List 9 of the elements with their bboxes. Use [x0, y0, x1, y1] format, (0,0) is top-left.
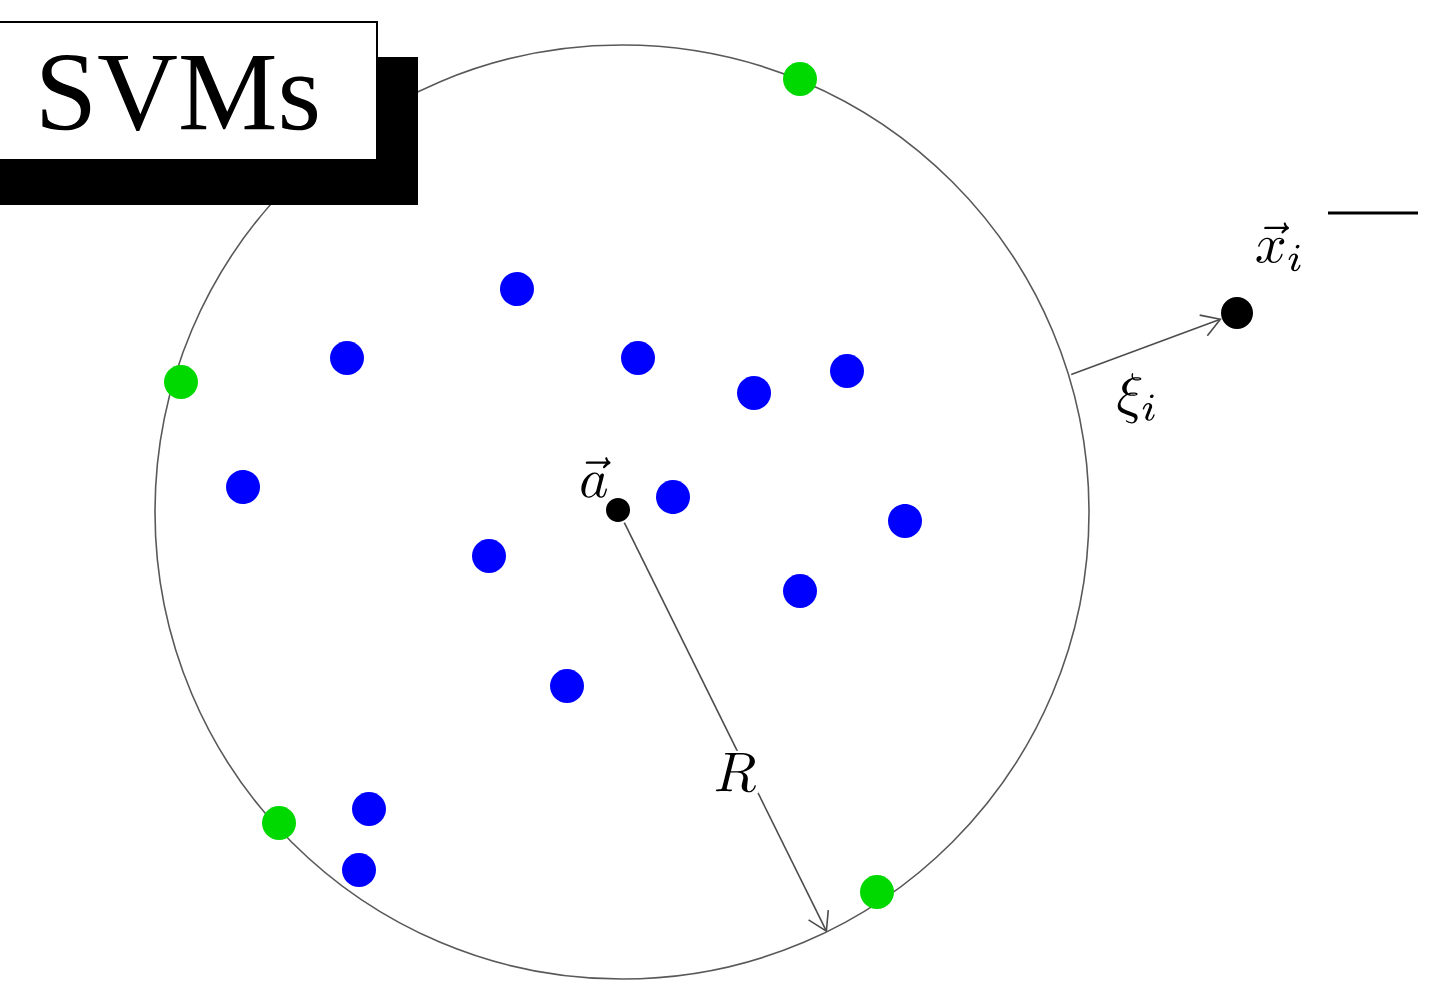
title-box: SVMs — [0, 21, 418, 205]
edge-label: $\xi_i$ — [1117, 372, 1155, 424]
edge-label: $R$ — [715, 752, 756, 793]
point-marker — [581, 457, 630, 522]
point-label: $\vec{x}_i$ — [1256, 222, 1301, 272]
arrow — [623, 521, 830, 933]
point-label: $\vec{a}$ — [581, 457, 611, 498]
arrow — [1070, 314, 1222, 376]
point-marker — [1221, 222, 1301, 329]
